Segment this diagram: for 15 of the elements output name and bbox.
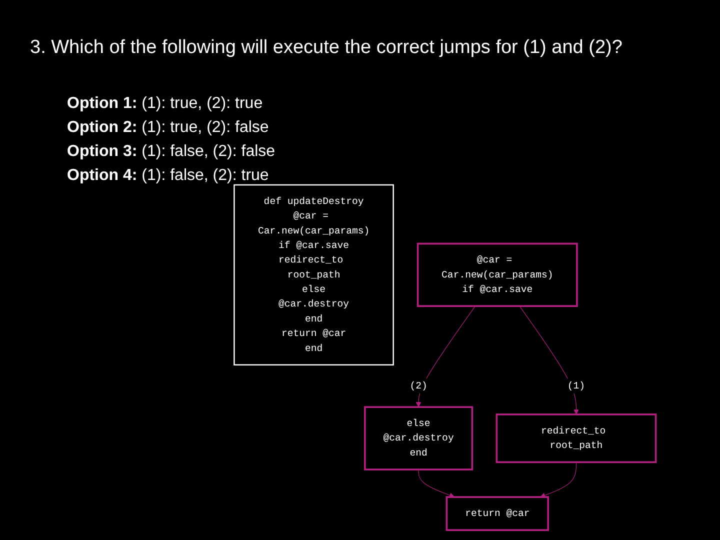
edge-label: (1) [567, 380, 586, 392]
answer-option: Option 1: (1): true, (2): true [67, 92, 276, 116]
arrow [519, 306, 579, 415]
answer-option: Option 2: (1): true, (2): false [67, 116, 276, 140]
edge-label: (2) [410, 380, 428, 392]
node-box: def updateDestroy @car = Car.new(car_params) if @car.save redirect_to root_path else @car.destroy end return @car end [234, 184, 394, 366]
question-title: 3. Which of the following will execute the correct jumps for (1) and (2)? [30, 36, 624, 60]
node-box: return @car [446, 496, 549, 532]
node-box: @car = Car.new(car_params) if @car.save [416, 242, 578, 307]
arrow [540, 462, 577, 498]
answer-option: Option 3: (1): false, (2): false [67, 140, 276, 164]
node-box: else @car.destroy end [364, 406, 474, 470]
node-box: redirect_to root_path [496, 414, 657, 464]
arrow [416, 306, 476, 408]
arrow [418, 469, 455, 498]
